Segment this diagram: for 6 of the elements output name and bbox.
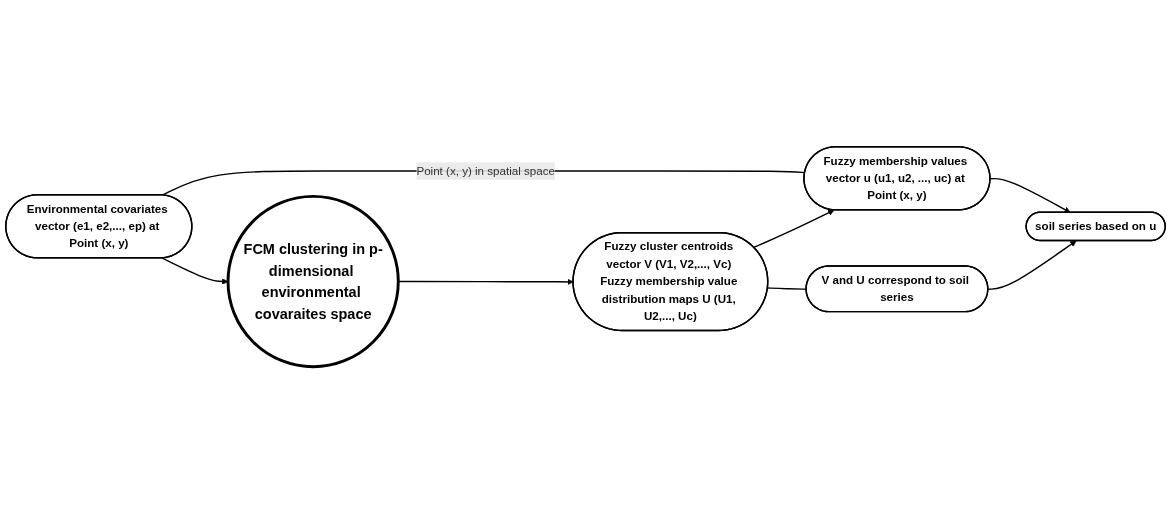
edge-label: Point (x, y) in spatial space <box>416 164 555 178</box>
arrow <box>161 257 229 285</box>
node-circle: FCM clustering in p-dimensional environmental covaraites space <box>226 195 400 369</box>
arrow <box>989 178 1071 214</box>
arrow <box>753 210 835 249</box>
arrow <box>987 240 1077 291</box>
